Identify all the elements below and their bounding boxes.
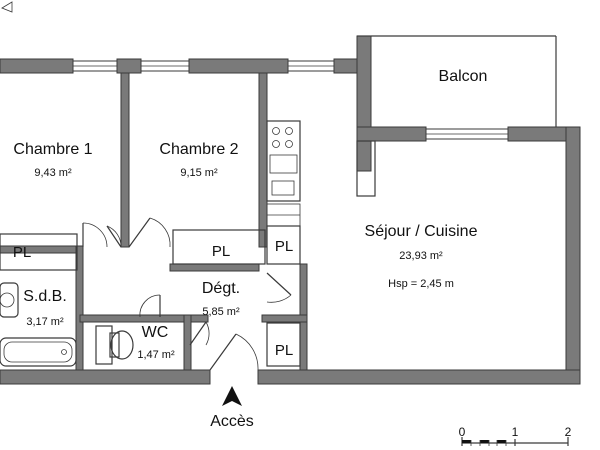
entrance-label: Accès <box>210 413 254 430</box>
walls <box>0 35 581 385</box>
closet-label-entrance: PL <box>275 342 293 359</box>
balcony-outline <box>357 35 557 127</box>
closet-label-degt: PL <box>212 243 230 260</box>
room-name-degt: Dégt. <box>202 280 240 297</box>
room-area-chambre-1: 9,43 m² <box>34 167 72 179</box>
scale-tick-2: 2 <box>565 425 572 439</box>
room-name-chambre-2: Chambre 2 <box>159 141 238 158</box>
compass-mark <box>1 1 13 13</box>
closet-label-kitchen: PL <box>275 238 293 255</box>
room-area-sdb: 3,17 m² <box>26 316 64 328</box>
scale-tick-0: 0 <box>459 425 466 439</box>
entrance-arrow-icon <box>222 386 242 406</box>
room-area-sejour: 23,93 m² <box>399 250 443 262</box>
room-name-wc: WC <box>142 324 169 341</box>
room-name-chambre-1: Chambre 1 <box>13 141 92 158</box>
bathroom-fixtures <box>0 282 77 367</box>
room-area-chambre-2: 9,15 m² <box>180 167 218 179</box>
scale-tick-1: 1 <box>512 425 519 439</box>
closet-label-sdb: PL <box>13 244 31 261</box>
doors <box>82 217 292 371</box>
kitchen-counter <box>266 120 301 227</box>
wc-fixtures <box>95 325 134 365</box>
structural-pillar <box>356 140 376 197</box>
room-area-wc: 1,47 m² <box>137 349 175 361</box>
room-height-sejour: Hsp = 2,45 m <box>388 278 454 290</box>
room-name-balcon: Balcon <box>439 68 488 85</box>
room-name-sejour: Séjour / Cuisine <box>365 223 478 240</box>
scale-bar: 0 1 2 <box>459 425 572 446</box>
windows <box>72 60 509 140</box>
closets <box>0 225 301 367</box>
room-area-degt: 5,85 m² <box>202 306 240 318</box>
room-name-sdb: S.d.B. <box>23 288 67 305</box>
